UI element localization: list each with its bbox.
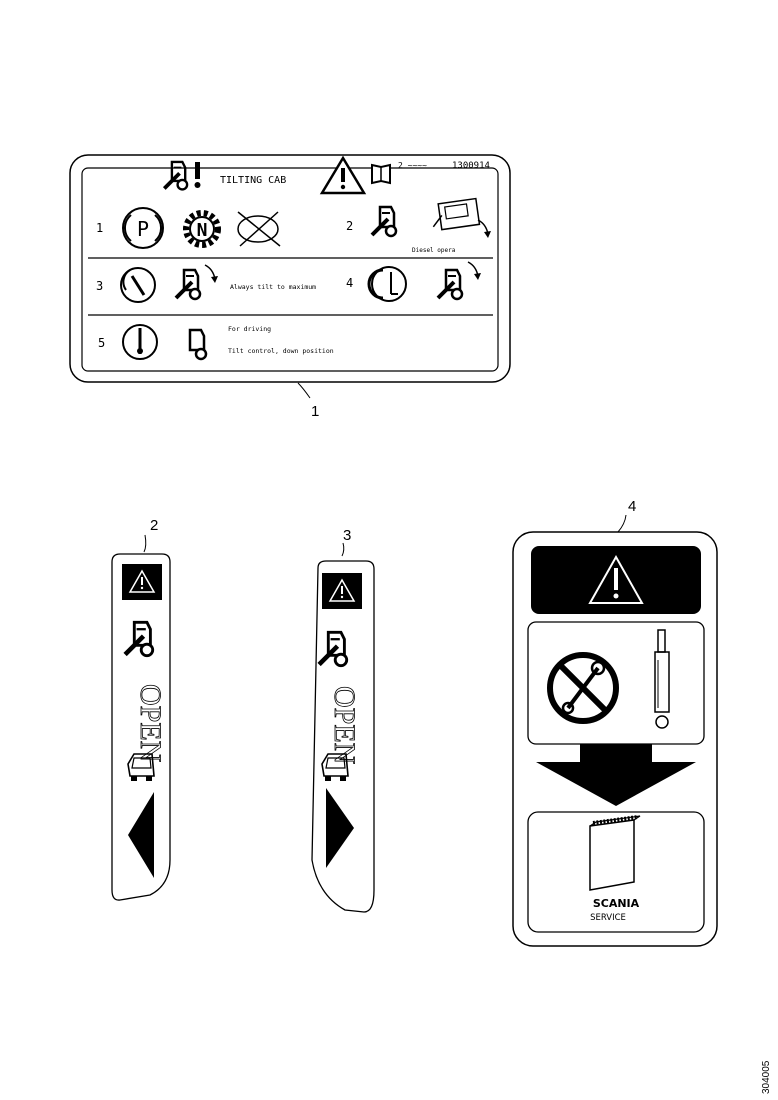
tilt-control-down-icon [122,324,158,360]
step-2-note: Diesel opera [412,247,456,254]
open-text-left: OPEN [134,684,167,762]
left-arrow-icon [128,792,154,878]
part-number-prefix: 2 ~~~~ [398,161,427,170]
callout-3: 3 [343,527,351,544]
step-5-number: 5 [98,336,105,350]
open-strip-right-decal: OPEN [311,560,375,913]
step-3-number: 3 [96,279,103,293]
callout-1: 1 [311,403,319,420]
tilting-cab-decal: TILTING CAB 2 ~~~~ 1300914 1 P N [69,154,511,383]
cab-down-icon [188,328,208,361]
cab-warning-icon [162,159,201,192]
figure-id: 304005 [761,1060,772,1094]
tilt-control-icon [120,267,156,303]
step-5-note-1: For driving [228,325,271,333]
warning-triangle-icon [319,155,367,195]
part-number: 1300914 [452,161,490,171]
tilt-lowering-icon [367,266,407,302]
service-book-icon [589,815,641,891]
step-5-note-2: Tilt control, down position [228,347,334,355]
parking-brake-icon: P [122,207,164,249]
right-arrow-icon [326,788,354,868]
decal-title: TILTING CAB [220,175,286,186]
step-3-note: Always tilt to maximum [230,283,316,291]
step-4-number: 4 [346,276,353,290]
brand-name: SCANIA [593,897,640,910]
brand-subtitle: SERVICE [590,913,626,923]
step-2-number: 2 [346,219,353,233]
open-text-right: OPEN [328,686,361,764]
park-letter: P [137,217,149,241]
manual-book-icon [371,163,391,185]
service-warning-decal: SCANIA SERVICE [512,531,718,947]
callout-2: 2 [150,517,158,534]
no-tools-icon [547,652,619,724]
hydraulic-cylinder-icon [654,629,670,729]
open-strip-left-decal: OPEN [111,553,171,901]
step-1-number: 1 [96,221,103,235]
neutral-letter: N [197,220,208,241]
no-engine-running-icon [237,211,281,247]
down-arrow-icon [536,744,696,806]
tilted-truck-icon [432,197,481,231]
callout-4: 4 [628,498,636,515]
neutral-gear-icon: N [183,210,221,248]
